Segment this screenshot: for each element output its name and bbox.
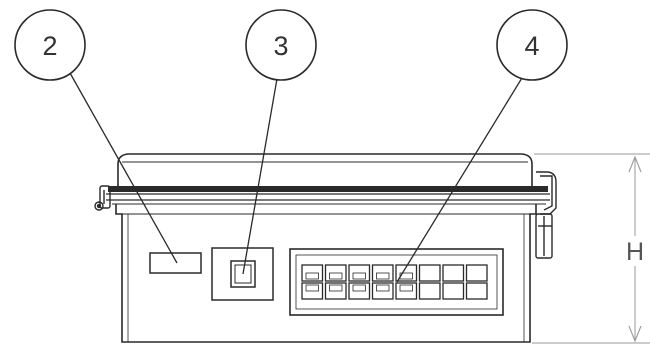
component-2-plate	[149, 252, 202, 274]
terminal-screw	[329, 272, 343, 280]
terminal-screw	[376, 272, 390, 280]
terminal-cell	[442, 264, 465, 282]
terminal-screw	[305, 284, 319, 292]
callout-3: 3	[245, 9, 317, 81]
arrow-bottom	[628, 325, 642, 343]
terminal-cell	[348, 264, 371, 282]
terminal-screw	[376, 284, 390, 292]
callout-circle	[14, 9, 86, 81]
terminal-cell	[418, 282, 441, 300]
terminal-screw	[352, 284, 366, 292]
callout-label: 4	[524, 31, 539, 61]
terminal-cell	[395, 282, 418, 300]
leader-line-4	[396, 72, 526, 283]
terminal-cell	[324, 282, 347, 300]
terminal-cell	[395, 264, 418, 282]
callout-4: 4	[496, 9, 568, 81]
terminal-cell	[348, 282, 371, 300]
right-latch	[535, 171, 557, 259]
gasket-band	[108, 186, 548, 192]
arrow-top	[628, 155, 642, 173]
left-hinge	[94, 185, 111, 211]
dimension-label: H	[626, 238, 644, 266]
terminal-screw	[305, 272, 319, 280]
component-4-terminal-block	[289, 248, 504, 316]
enclosure-lid	[117, 153, 533, 186]
leader-lines	[69, 72, 526, 283]
callout-circle	[496, 9, 568, 81]
terminal-cell	[371, 264, 394, 282]
terminal-cell	[324, 264, 347, 282]
terminal-cell	[301, 264, 324, 282]
callout-label: 2	[42, 31, 57, 61]
terminal-screw	[352, 272, 366, 280]
callout-2: 2	[14, 9, 86, 81]
terminal-cell	[465, 282, 488, 300]
terminal-cell	[371, 282, 394, 300]
leader-line-3	[242, 72, 279, 275]
terminal-cell	[442, 282, 465, 300]
component-3-switch	[211, 247, 274, 301]
enclosure-base	[115, 204, 537, 343]
callout-label: 3	[273, 31, 288, 61]
terminal-screw	[399, 284, 413, 292]
terminal-cell	[418, 264, 441, 282]
terminal-cell	[301, 282, 324, 300]
enclosure-body	[106, 153, 550, 343]
terminal-cells	[301, 264, 488, 300]
leader-line-2	[69, 72, 178, 264]
terminal-cell	[465, 264, 488, 282]
callout-circle	[245, 9, 317, 81]
terminal-screw	[329, 284, 343, 292]
